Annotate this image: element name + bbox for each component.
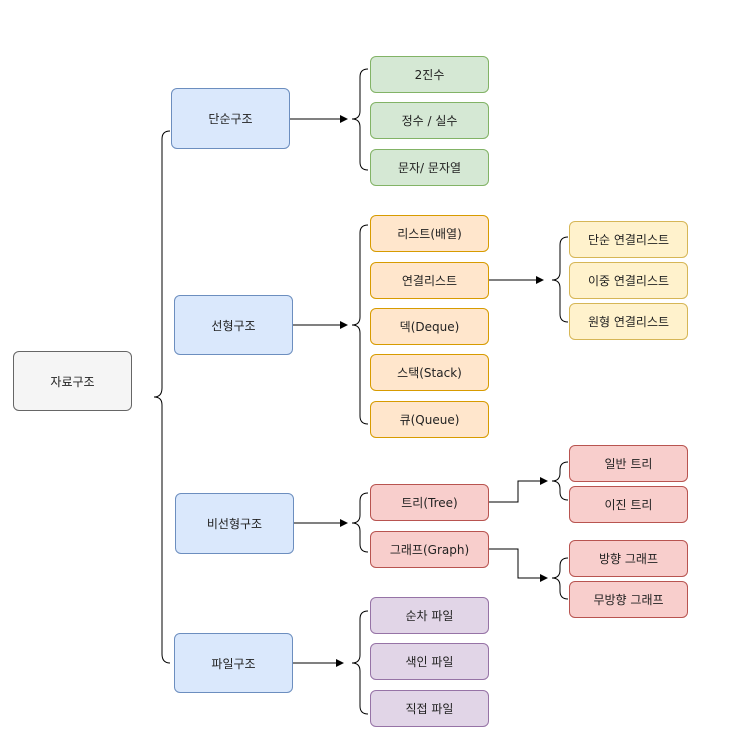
arrow-tree [488, 477, 548, 503]
node-binary-tree: 이진 트리 [569, 486, 688, 523]
node-root: 자료구조 [13, 351, 132, 411]
node-indexed-file: 색인 파일 [370, 643, 489, 680]
node-circular-linked: 원형 연결리스트 [569, 303, 688, 340]
node-group-simple: 단순구조 [171, 88, 290, 149]
node-group-linear: 선형구조 [174, 295, 293, 355]
node-singly-linked: 단순 연결리스트 [569, 221, 688, 258]
node-stack: 스택(Stack) [370, 354, 489, 391]
brace-simple [351, 68, 369, 171]
node-tree: 트리(Tree) [370, 484, 489, 521]
node-int-float: 정수 / 실수 [370, 102, 489, 139]
brace-linear [351, 224, 369, 425]
node-directed-graph: 방향 그래프 [569, 540, 688, 577]
brace-linked [551, 236, 569, 323]
node-group-file: 파일구조 [174, 633, 293, 693]
node-sequential-file: 순차 파일 [370, 597, 489, 634]
node-deque: 덱(Deque) [370, 308, 489, 345]
brace-nonlinear [351, 492, 369, 553]
root-brace [153, 130, 171, 664]
node-group-nonlinear: 비선형구조 [175, 493, 294, 554]
brace-tree [551, 461, 569, 501]
node-undirected-graph: 무방향 그래프 [569, 581, 688, 618]
node-list: 리스트(배열) [370, 215, 489, 252]
node-queue: 큐(Queue) [370, 401, 489, 438]
node-char-string: 문자/ 문자열 [370, 149, 489, 186]
brace-file [351, 610, 369, 715]
arrow-graph [488, 548, 548, 582]
node-linked-list: 연결리스트 [370, 262, 489, 299]
node-direct-file: 직접 파일 [370, 690, 489, 727]
node-graph: 그래프(Graph) [370, 531, 489, 568]
brace-graph [551, 557, 569, 600]
node-doubly-linked: 이중 연결리스트 [569, 262, 688, 299]
node-binary: 2진수 [370, 56, 489, 93]
node-general-tree: 일반 트리 [569, 445, 688, 482]
